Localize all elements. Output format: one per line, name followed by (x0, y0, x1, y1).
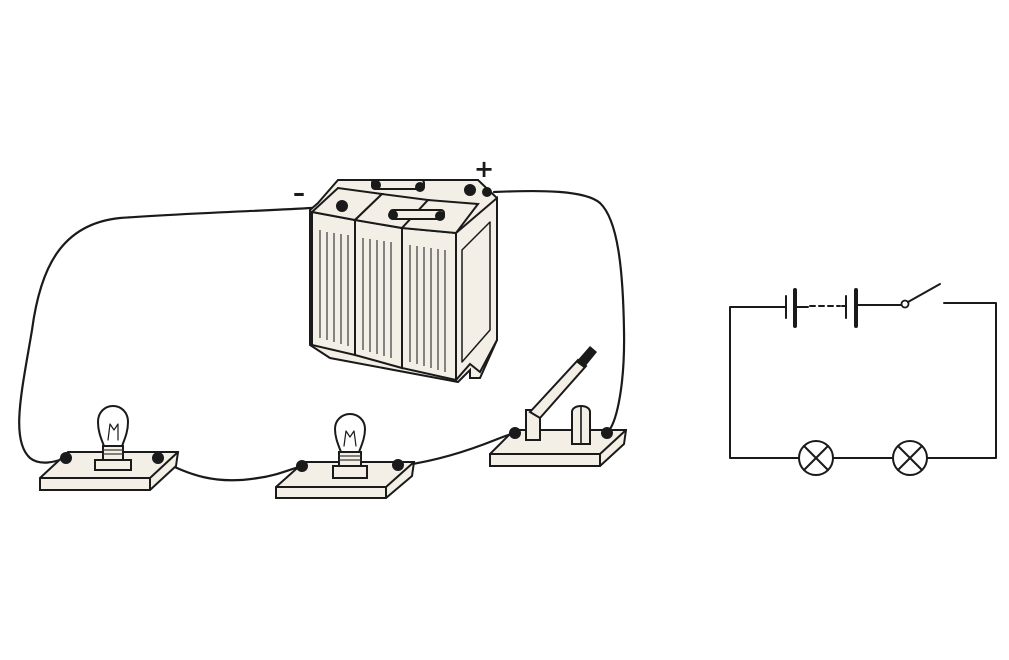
switch-blade (528, 346, 597, 420)
battery-link-bar-1 (371, 179, 425, 192)
battery-pack (309, 179, 498, 384)
battery-cell-icon (845, 288, 858, 328)
switch-terminal-right (601, 427, 613, 439)
lamp-2-terminal-right (392, 459, 404, 471)
wire-battery-negative-to-lamp-1 (18, 204, 340, 464)
lamp-1-terminal-left (60, 452, 72, 464)
bulb-icon (334, 413, 366, 453)
battery-positive-label: + (474, 155, 495, 183)
battery-cell-icon (785, 288, 797, 328)
battery-terminal-positive (464, 184, 492, 197)
battery-cell-3 (401, 226, 457, 382)
switch-icon (900, 283, 941, 309)
wire-lamp-1-to-lamp-2 (158, 458, 304, 482)
bulb-icon (97, 405, 129, 447)
lamp-2-terminal-left (296, 460, 308, 472)
lamp-1-assembly (39, 405, 180, 491)
lamp-icon (892, 440, 928, 476)
switch-terminal-left (509, 427, 521, 439)
lamp-1-terminal-right (152, 452, 164, 464)
wire-switch-to-battery-positive (492, 189, 626, 434)
knife-switch-assembly (489, 346, 628, 467)
battery-cell-2 (354, 218, 403, 370)
battery-terminal-negative (336, 200, 348, 212)
lamp-2-assembly (275, 413, 416, 499)
battery-negative-label: – (293, 179, 305, 207)
lamp-icon (798, 440, 834, 476)
battery-cell-1 (311, 210, 356, 357)
schematic-diagram (729, 283, 997, 476)
battery-link-bar-2 (388, 209, 445, 221)
